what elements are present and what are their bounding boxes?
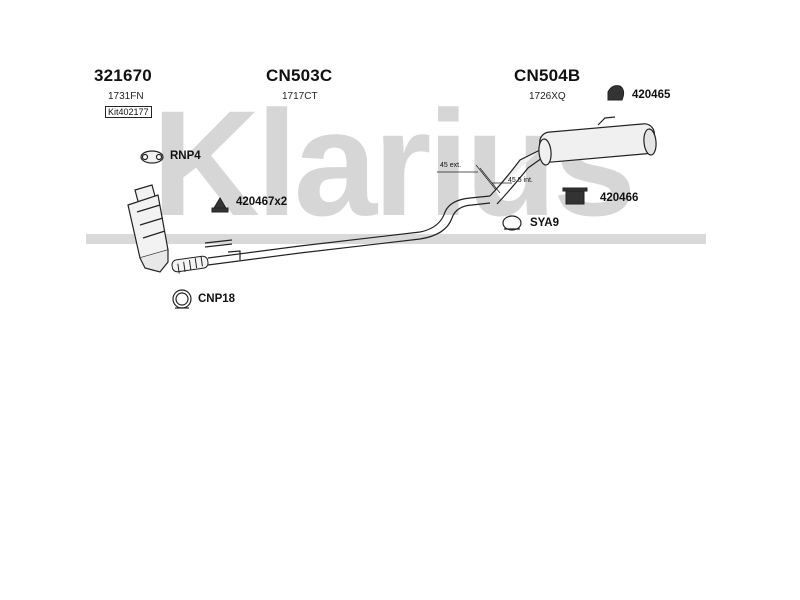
- centre-pipe: [204, 195, 491, 266]
- watermark-underline: [86, 234, 706, 244]
- kit-code: Kit402177: [105, 106, 152, 118]
- cnp18-icon: [172, 289, 192, 309]
- group-code-cn504b: CN504B: [514, 66, 581, 85]
- kit-badge: Kit: [108, 107, 119, 117]
- 420466-icon: [562, 187, 588, 205]
- kit-number: 402177: [118, 107, 149, 117]
- group-sub-1731fn: 1731FN: [108, 91, 144, 102]
- part-420466: 420466: [600, 192, 639, 204]
- sya9-icon: [502, 215, 522, 231]
- part-420467: 420467x2: [236, 196, 288, 208]
- part-sya9: SYA9: [530, 217, 559, 229]
- 420465-icon: [607, 85, 625, 101]
- part-rnp4: RNP4: [170, 150, 201, 162]
- dim-ext: 45 ext.: [440, 162, 462, 169]
- part-cnp18: CNP18: [198, 293, 236, 305]
- rnp4-icon: [140, 150, 164, 164]
- catalytic-converter: [127, 184, 169, 273]
- 420467-icon: [211, 197, 229, 213]
- flex-pipe: [171, 255, 209, 274]
- part-420465: 420465: [632, 89, 671, 101]
- rear-silencer: [489, 116, 657, 205]
- group-sub-1726xq: 1726XQ: [529, 91, 566, 102]
- dim-int: 45.5 int.: [508, 177, 533, 184]
- group-code-cn503c: CN503C: [266, 66, 333, 85]
- group-sub-1717ct: 1717CT: [282, 91, 318, 102]
- watermark: Klarius: [152, 79, 633, 247]
- dimension-lines: [437, 164, 512, 194]
- group-code-321670: 321670: [94, 66, 152, 85]
